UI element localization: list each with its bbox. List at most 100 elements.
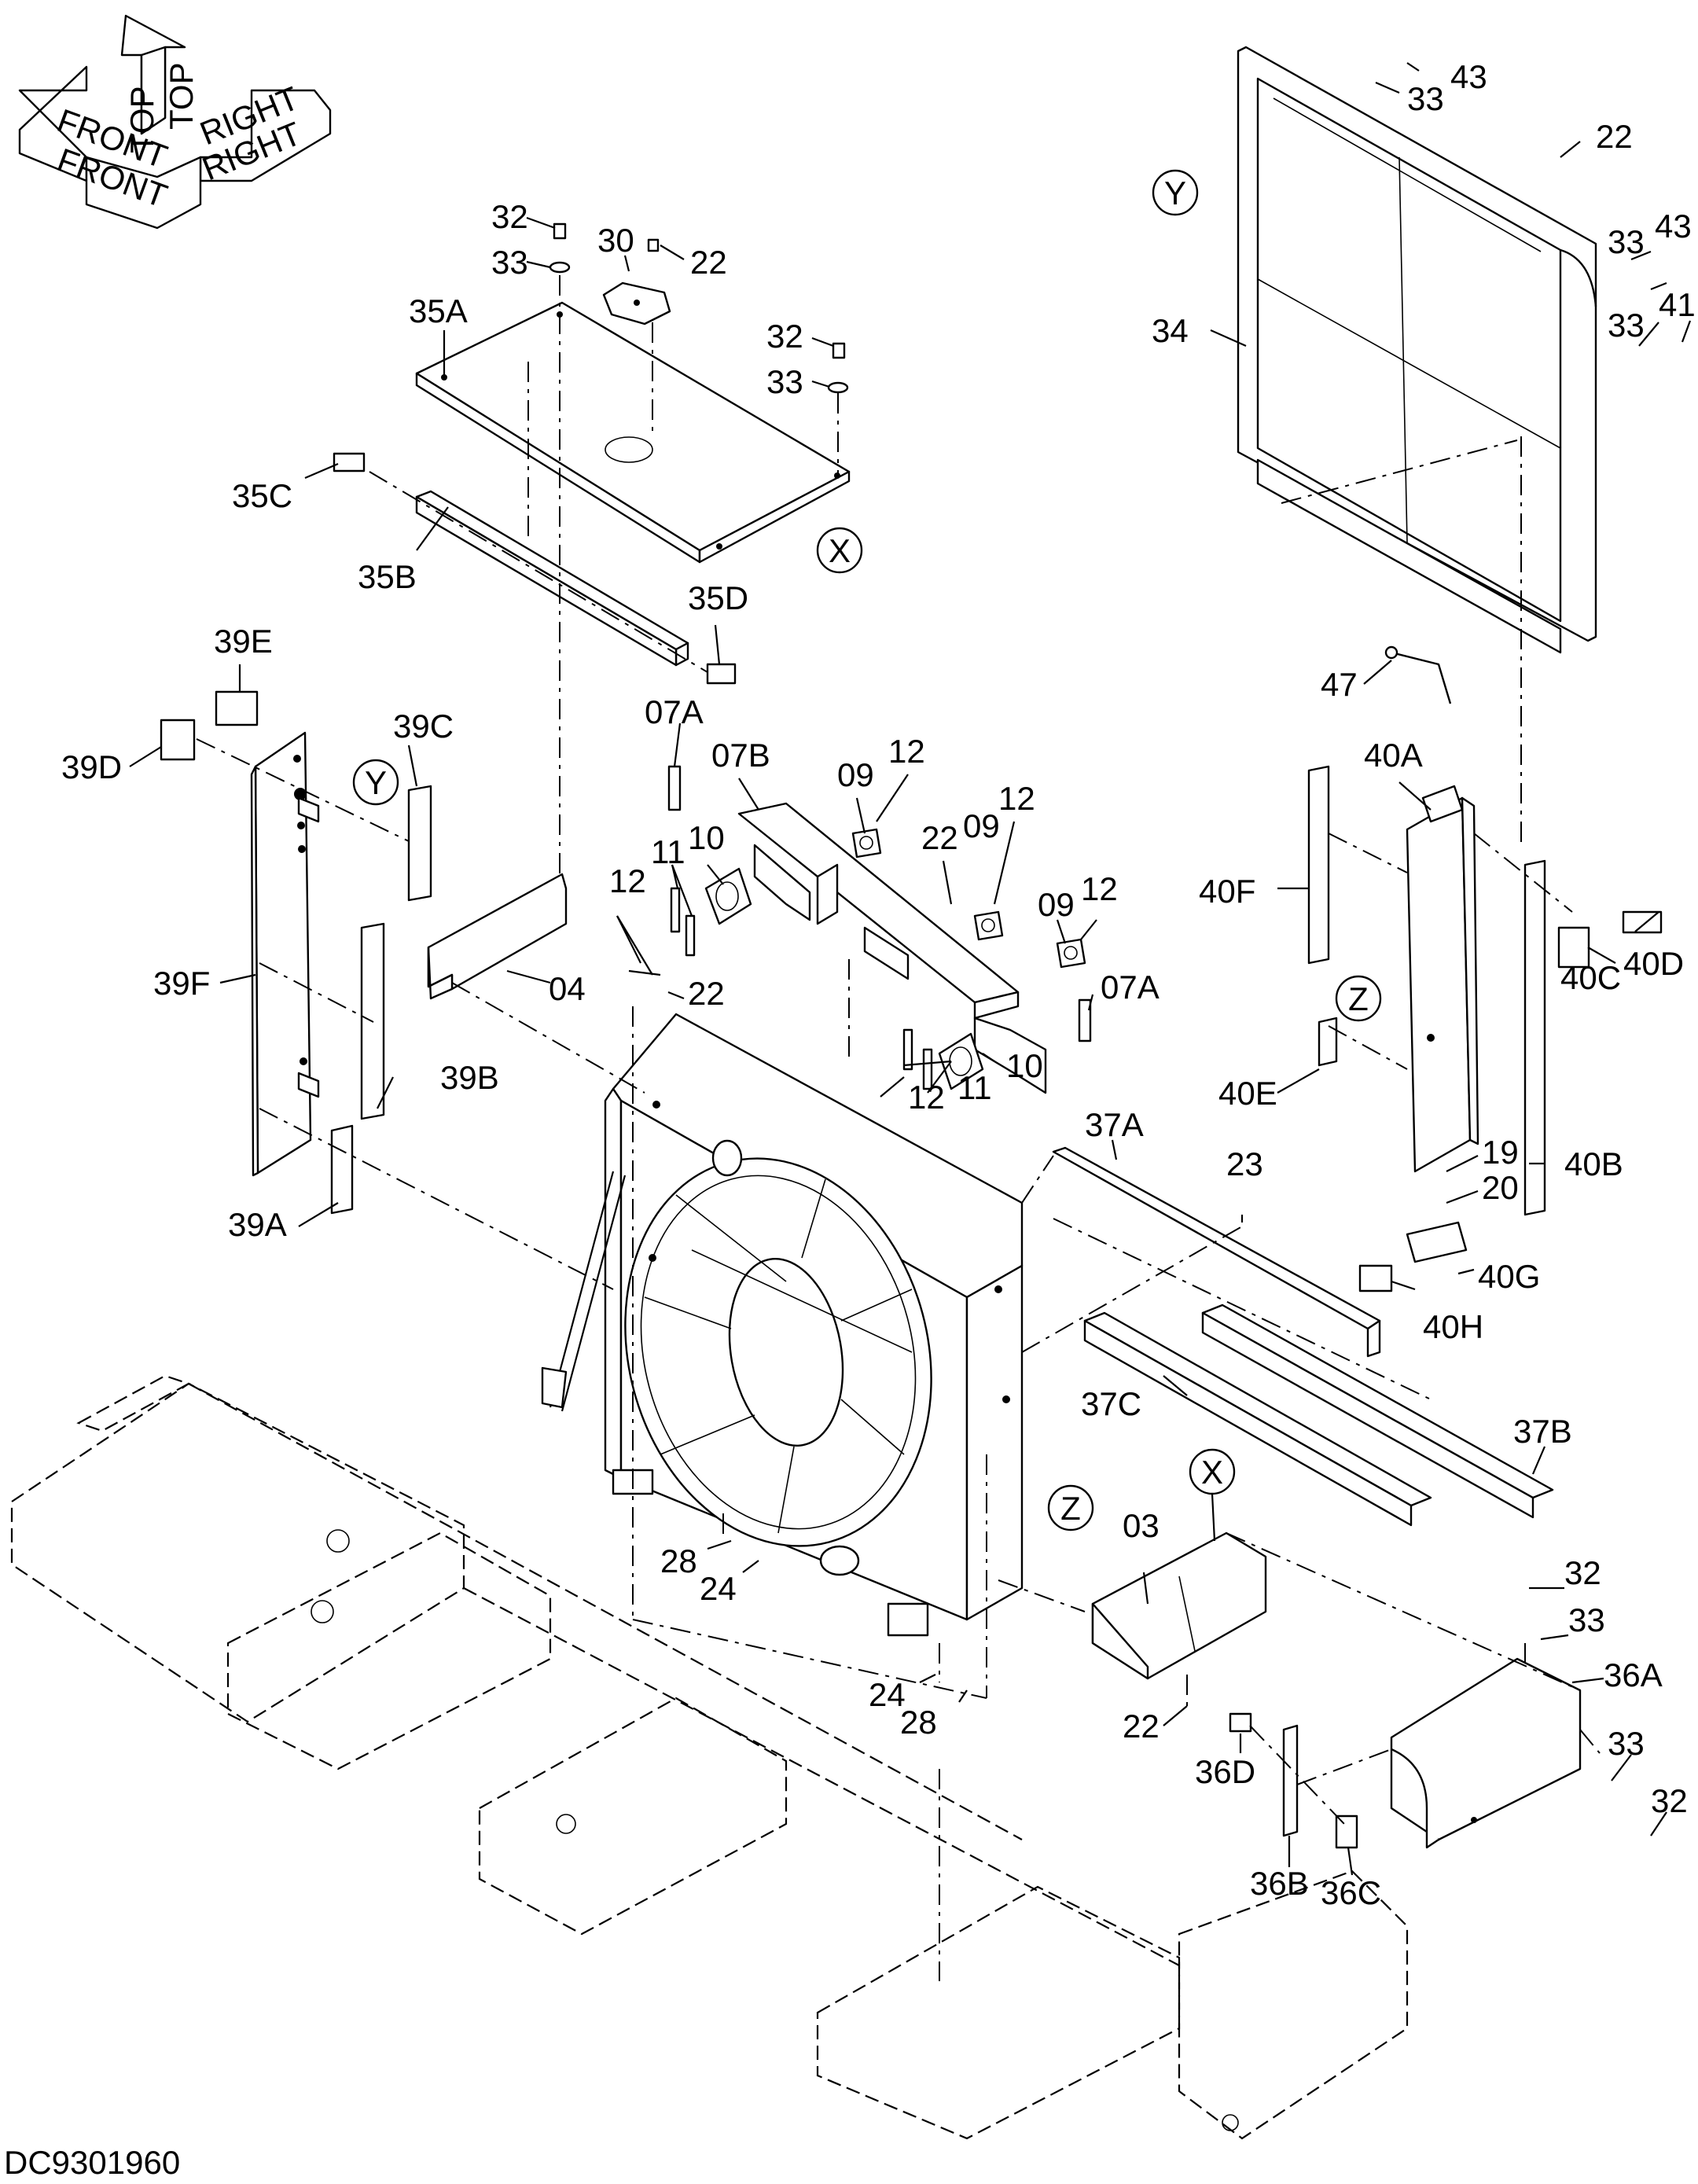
callout-33-c: 33	[1407, 80, 1444, 117]
orientation-glyph: TOP TOP FRONT FRONT RIGHT RIGHT	[18, 14, 332, 230]
callout-33-b: 33	[766, 363, 803, 400]
seal-40B	[1523, 859, 1546, 1216]
callout-35A: 35A	[409, 292, 468, 329]
callout-09-b: 09	[963, 807, 1000, 844]
seal-40F	[1307, 765, 1330, 965]
callout-35B: 35B	[358, 558, 417, 595]
leader-lines	[129, 62, 1692, 1876]
callout-32-top: 32	[491, 198, 528, 235]
callout-09-a: 09	[837, 756, 874, 793]
callout-40G: 40G	[1478, 1258, 1540, 1295]
bracket-07A-right	[1078, 998, 1092, 1042]
seal-37A	[1052, 1146, 1381, 1358]
callout-33-r: 33	[1568, 1601, 1605, 1638]
ref-mark-Z-frame: Z	[1060, 1490, 1081, 1527]
seal-36C	[1335, 1814, 1358, 1849]
bracket-07A-left	[667, 765, 682, 811]
callout-07A-b: 07A	[1101, 969, 1160, 1006]
cover-03	[1091, 1531, 1267, 1680]
callout-39E: 39E	[214, 623, 273, 660]
callout-33-top: 33	[491, 244, 528, 281]
door-34	[1237, 46, 1597, 654]
ref-mark-Y-panel: Y	[365, 764, 387, 801]
cover-36A	[1390, 1657, 1582, 1849]
assembly-centerlines	[196, 275, 1601, 1981]
callout-12-c: 12	[998, 780, 1035, 817]
callout-32-b: 32	[766, 318, 803, 355]
callout-11-b: 11	[957, 1069, 992, 1106]
callout-24-a: 24	[700, 1570, 737, 1607]
ref-mark-Y-door: Y	[1164, 175, 1186, 211]
callout-33-rb: 33	[1608, 1725, 1645, 1762]
callout-07A-a: 07A	[645, 693, 704, 730]
callout-07B: 07B	[711, 737, 770, 774]
callout-24-b: 24	[869, 1676, 906, 1713]
callout-41: 41	[1659, 286, 1696, 323]
seal-39C	[407, 785, 432, 902]
door-hinge-47	[1384, 645, 1452, 704]
callout-22-r: 22	[1596, 118, 1633, 155]
callout-12-a: 12	[888, 733, 925, 770]
reference-marks: Y Y X X Z Z	[352, 169, 1382, 1531]
callout-37B: 37B	[1513, 1413, 1572, 1450]
seal-36D	[1229, 1712, 1252, 1733]
ref-mark-X-03: X	[1201, 1454, 1223, 1491]
callout-39A: 39A	[228, 1206, 287, 1243]
callout-39C: 39C	[393, 708, 454, 745]
callout-09-c: 09	[1038, 886, 1075, 923]
callout-40E: 40E	[1218, 1075, 1277, 1112]
orient-top-1: TOP	[123, 86, 160, 153]
clips-11	[670, 887, 933, 1090]
callout-28-b: 28	[900, 1704, 937, 1741]
callout-39D: 39D	[61, 748, 122, 785]
seal-block-35D	[706, 663, 737, 685]
seal-39E	[215, 690, 259, 726]
callout-32-rb: 32	[1651, 1782, 1688, 1819]
callout-04: 04	[549, 970, 586, 1007]
top-cover-35A	[415, 281, 851, 564]
radiator-assembly	[541, 1013, 1024, 1637]
callout-40F: 40F	[1199, 873, 1255, 910]
seal-40D	[1622, 910, 1663, 934]
callout-40D: 40D	[1623, 945, 1684, 982]
seal-40E	[1318, 1017, 1338, 1067]
callout-40H: 40H	[1423, 1308, 1483, 1345]
callout-28-a: 28	[660, 1542, 697, 1579]
callout-22-low: 22	[688, 975, 725, 1012]
callout-35C: 35C	[232, 477, 292, 514]
callout-40C: 40C	[1560, 959, 1621, 996]
callout-40A: 40A	[1364, 737, 1423, 774]
callout-35D: 35D	[688, 579, 748, 616]
seal-37B	[1201, 1303, 1554, 1519]
callout-47: 47	[1321, 666, 1358, 703]
seal-40H	[1358, 1264, 1393, 1292]
drawing-code: DC9301960	[4, 2144, 180, 2180]
callout-03: 03	[1123, 1507, 1160, 1544]
callout-40B: 40B	[1564, 1145, 1623, 1182]
callout-10-a: 10	[688, 819, 725, 856]
callout-39B: 39B	[440, 1059, 499, 1096]
callout-36C: 36C	[1321, 1874, 1381, 1911]
callout-36A: 36A	[1604, 1656, 1663, 1693]
ref-mark-Z-40A: Z	[1348, 980, 1369, 1017]
callout-43-a: 43	[1450, 58, 1487, 95]
seal-39A	[330, 1124, 354, 1215]
callout-33-e: 33	[1608, 307, 1645, 344]
callout-23: 23	[1226, 1145, 1263, 1182]
callout-20: 20	[1482, 1169, 1519, 1206]
bracket-07B	[737, 802, 1047, 1094]
callout-19: 19	[1482, 1134, 1519, 1171]
callout-36B: 36B	[1250, 1865, 1309, 1902]
seal-39D	[160, 719, 196, 761]
callout-30: 30	[597, 222, 634, 259]
top-bolts	[549, 222, 849, 394]
callout-11-a: 11	[651, 833, 685, 870]
callout-37C: 37C	[1081, 1385, 1141, 1422]
side-panel-40A	[1406, 785, 1479, 1173]
seal-36B	[1282, 1724, 1299, 1837]
callout-12-b: 12	[609, 862, 646, 899]
seal-block-35C	[333, 452, 366, 472]
seal-40G	[1406, 1221, 1468, 1263]
